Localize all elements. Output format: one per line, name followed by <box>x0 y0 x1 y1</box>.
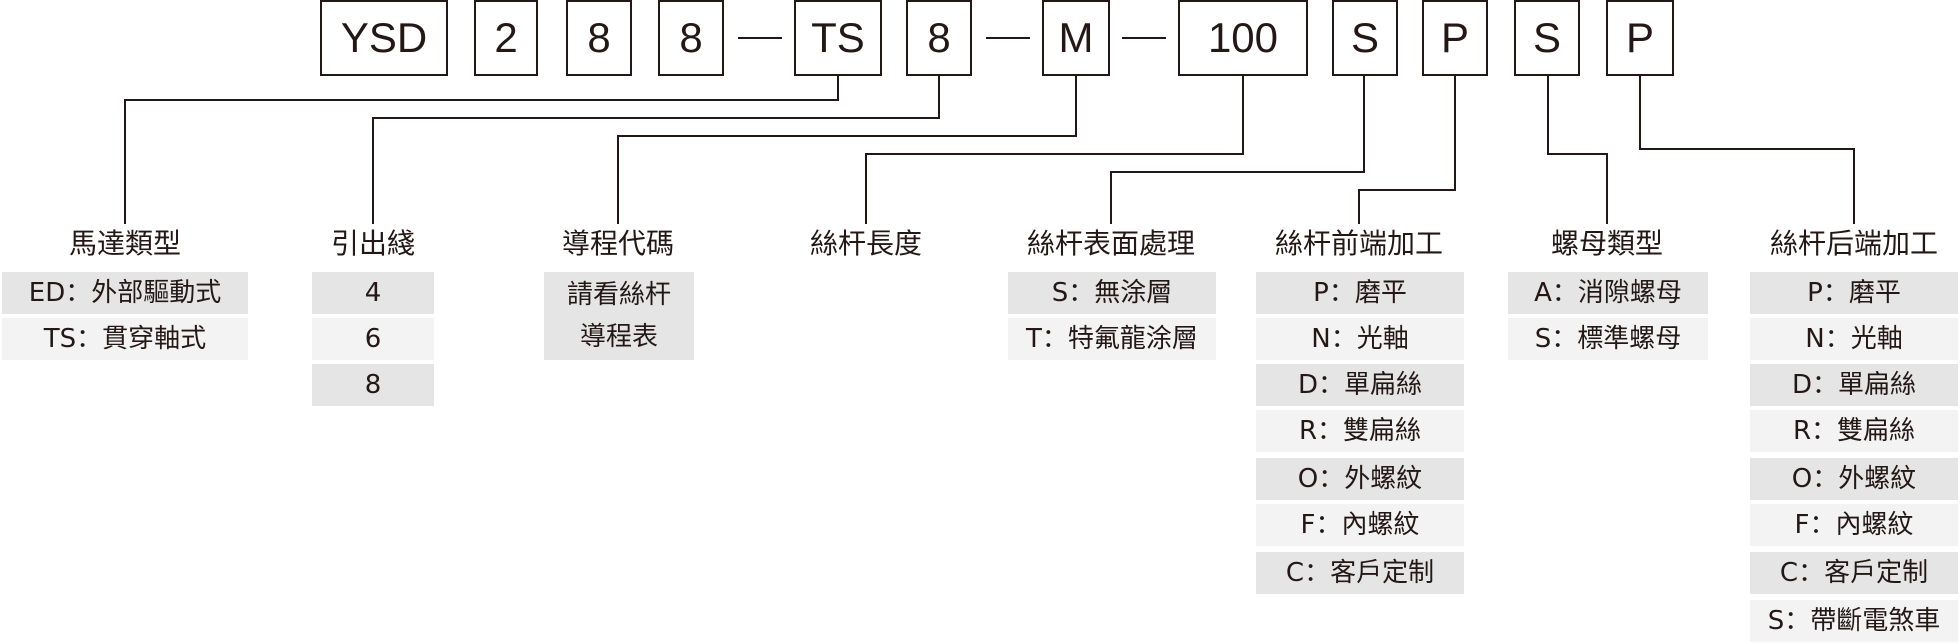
category-title-surface-treatment: 絲杆表面處理 <box>1026 227 1195 260</box>
option-item: C：客戶定制 <box>1750 552 1958 594</box>
category-title-motor-type: 馬達類型 <box>68 227 181 260</box>
option-item: D：單扁絲 <box>1750 364 1958 406</box>
category-title-lead-code: 導程代碼 <box>561 227 674 260</box>
code-box-lead-wires: 8 <box>906 0 972 76</box>
code-box-motor-type: TS <box>794 0 882 76</box>
leader-line-lead-code <box>617 76 1077 224</box>
code-box-nut-type: S <box>1514 0 1580 76</box>
code-box-surface-treatment: S <box>1332 0 1398 76</box>
category-title-front-end: 絲杆前端加工 <box>1274 227 1443 260</box>
option-item-lead-table-note: 請看絲杆 導程表 <box>544 272 694 360</box>
code-box-digit-2: 8 <box>566 0 632 76</box>
leader-line-screw-length <box>865 76 1244 224</box>
option-item: S：標準螺母 <box>1508 318 1708 360</box>
option-item: O：外螺紋 <box>1750 458 1958 500</box>
separator-dash <box>1122 37 1166 39</box>
leader-line-nut-type <box>1547 76 1608 224</box>
option-item: ED：外部驅動式 <box>2 272 248 314</box>
option-item: S：無涂層 <box>1008 272 1216 314</box>
code-box-digit-1: 2 <box>474 0 538 76</box>
option-item: F：內螺紋 <box>1750 504 1958 546</box>
option-item: P：磨平 <box>1750 272 1958 314</box>
category-title-rear-end: 絲杆后端加工 <box>1769 227 1938 260</box>
code-box-rear-end: P <box>1606 0 1674 76</box>
leader-line-surface-treatment <box>1110 76 1365 224</box>
category-title-nut-type: 螺母類型 <box>1550 227 1663 260</box>
category-title-lead-wires: 引出綫 <box>330 227 415 260</box>
option-item: 6 <box>312 318 434 360</box>
option-item: F：內螺紋 <box>1256 504 1464 546</box>
code-box-series: YSD <box>320 0 448 76</box>
leader-line-rear-end <box>1639 76 1855 224</box>
separator-dash <box>738 37 782 39</box>
option-item: N：光軸 <box>1256 318 1464 360</box>
code-box-front-end: P <box>1422 0 1488 76</box>
leader-line-lead-wires <box>372 76 940 224</box>
option-item: P：磨平 <box>1256 272 1464 314</box>
option-item: O：外螺紋 <box>1256 458 1464 500</box>
option-item: T：特氟龍涂層 <box>1008 318 1216 360</box>
leader-line-front-end <box>1358 76 1456 224</box>
code-box-lead-code: M <box>1042 0 1110 76</box>
leader-line-motor-type <box>124 76 839 224</box>
option-item: S：帶斷電煞車 <box>1750 600 1958 642</box>
option-item: 4 <box>312 272 434 314</box>
option-item: TS：貫穿軸式 <box>2 318 248 360</box>
option-item: C：客戶定制 <box>1256 552 1464 594</box>
option-item: D：單扁絲 <box>1256 364 1464 406</box>
option-item: R：雙扁絲 <box>1256 410 1464 452</box>
option-item: N：光軸 <box>1750 318 1958 360</box>
code-box-screw-length: 100 <box>1178 0 1308 76</box>
category-title-screw-length: 絲杆長度 <box>809 227 922 260</box>
option-item: R：雙扁絲 <box>1750 410 1958 452</box>
option-item: A：消隙螺母 <box>1508 272 1708 314</box>
code-box-digit-3: 8 <box>658 0 724 76</box>
separator-dash <box>986 37 1030 39</box>
option-item: 8 <box>312 364 434 406</box>
